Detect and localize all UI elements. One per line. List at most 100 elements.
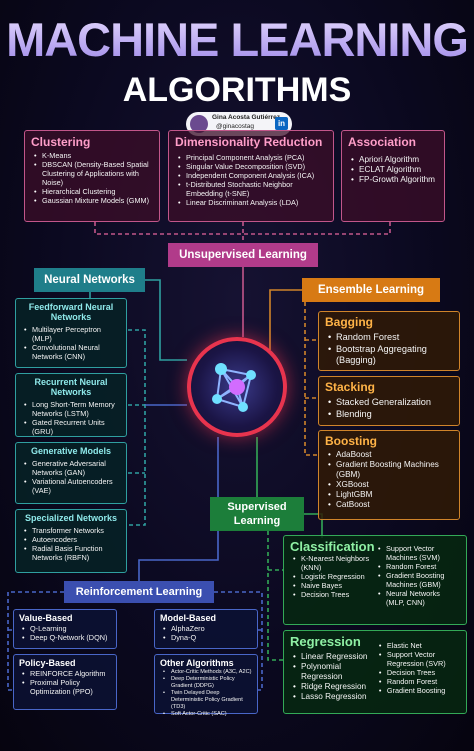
- value-based-box: Value-Based Q-Learning Deep Q-Network (D…: [13, 609, 117, 649]
- list-item: Autoencoders: [24, 535, 121, 544]
- list-item: Deep Q-Network (DQN): [22, 633, 111, 642]
- list-item: Neural Networks (MLP, CNN): [378, 589, 460, 607]
- feedforward-box: Feedforward Neural Networks Multilayer P…: [15, 298, 127, 368]
- list-item: Naive Bayes: [293, 581, 375, 590]
- boosting-box: Boosting AdaBoost Gradient Boosting Mach…: [318, 430, 460, 520]
- association-box: Association Apriori Algorithm ECLAT Algo…: [341, 130, 445, 222]
- list-item: Decision Trees: [293, 590, 375, 599]
- list-item: Support Vector Machines (SVM): [378, 544, 460, 562]
- regression-title: Regression: [290, 634, 361, 649]
- other-algorithms-box: Other Algorithms Actor-Critic Methods (A…: [154, 654, 258, 718]
- ml-hub-icon: [187, 337, 287, 437]
- list-item: Logistic Regression: [293, 572, 375, 581]
- avatar: [190, 115, 208, 133]
- policy-based-title: Policy-Based: [19, 658, 76, 668]
- list-item: DBSCAN (Density-Based Spatial Clustering…: [34, 160, 153, 187]
- stacking-title: Stacking: [325, 380, 376, 394]
- list-item: Linear Regression: [293, 652, 376, 662]
- author-handle: @ginacostag: [216, 123, 255, 130]
- list-item: Gated Recurrent Units (GRU): [24, 418, 121, 436]
- other-algorithms-title: Other Algorithms: [160, 658, 234, 668]
- list-item: FP-Growth Algorithm: [351, 175, 438, 185]
- classification-box: Classification K-Nearest Neighbors (KNN)…: [283, 535, 467, 625]
- list-item: Long Short-Term Memory Networks (LSTM): [24, 400, 121, 418]
- list-item: Polynomial Regression: [293, 662, 376, 682]
- list-item: AdaBoost: [328, 450, 453, 460]
- supervised-learning-label: Supervised Learning: [210, 497, 304, 531]
- linkedin-icon[interactable]: in: [275, 117, 288, 130]
- author-name: Gina Acosta Gutiérrez: [212, 114, 281, 121]
- list-item: Generative Adversarial Networks (GAN): [24, 459, 121, 477]
- specialized-box: Specialized Networks Transformer Network…: [15, 509, 127, 573]
- list-item: Gaussian Mixture Models (GMM): [34, 196, 153, 205]
- list-item: Q-Learning: [22, 624, 111, 633]
- list-item: Singular Value Decomposition (SVD): [178, 162, 327, 171]
- list-item: Random Forest: [378, 562, 460, 571]
- list-item: XGBoost: [328, 480, 453, 490]
- generative-title: Generative Models: [30, 446, 112, 456]
- list-item: Variational Autoencoders (VAE): [24, 477, 121, 495]
- bagging-title: Bagging: [325, 315, 373, 329]
- stacking-box: Stacking Stacked Generalization Blending: [318, 376, 460, 426]
- list-item: Proximal Policy Optimization (PPO): [22, 678, 111, 696]
- list-item: Random Forest: [379, 677, 460, 686]
- list-item: Actor-Critic Methods (A3C, A2C): [163, 669, 252, 676]
- main-subtitle: ALGORITHMS: [122, 71, 352, 109]
- list-item: Bootstrap Aggregating (Bagging): [328, 344, 453, 367]
- clustering-title: Clustering: [31, 135, 91, 149]
- specialized-title: Specialized Networks: [24, 513, 118, 523]
- policy-based-box: Policy-Based REINFORCE Algorithm Proxima…: [13, 654, 117, 710]
- list-item: K-Nearest Neighbors (KNN): [293, 554, 375, 572]
- list-item: t-Distributed Stochastic Neighbor Embedd…: [178, 180, 327, 198]
- neural-networks-label: Neural Networks: [34, 268, 145, 292]
- list-item: Radial Basis Function Networks (RBFN): [24, 544, 121, 562]
- regression-box: Regression Linear Regression Polynomial …: [283, 630, 467, 714]
- association-title: Association: [348, 135, 417, 149]
- list-item: Multilayer Perceptron (MLP): [24, 325, 121, 343]
- main-title: MACHINE LEARNING: [0, 12, 474, 68]
- dimensionality-title: Dimensionality Reduction: [175, 135, 323, 149]
- list-item: Gradient Boosting: [379, 686, 460, 695]
- recurrent-title: Recurrent Neural Networks: [34, 377, 108, 397]
- bagging-box: Bagging Random Forest Bootstrap Aggregat…: [318, 311, 460, 371]
- list-item: Elastic Net: [379, 641, 460, 650]
- supervised-label-line2: Learning: [233, 515, 281, 527]
- value-based-title: Value-Based: [19, 613, 73, 623]
- list-item: REINFORCE Algorithm: [22, 669, 111, 678]
- list-item: AlphaZero: [163, 624, 252, 633]
- generative-box: Generative Models Generative Adversarial…: [15, 442, 127, 504]
- list-item: Soft Actor-Critic (SAC): [163, 711, 252, 718]
- list-item: LightGBM: [328, 490, 453, 500]
- list-item: Gradient Boosting Machines (GBM): [378, 571, 460, 589]
- dimensionality-box: Dimensionality Reduction Principal Compo…: [168, 130, 334, 222]
- list-item: Stacked Generalization: [328, 397, 453, 409]
- list-item: Random Forest: [328, 332, 453, 344]
- list-item: Blending: [328, 409, 453, 421]
- list-item: Gradient Boosting Machines (GBM): [328, 460, 453, 480]
- list-item: Decision Trees: [379, 668, 460, 677]
- list-item: Convolutional Neural Networks (CNN): [24, 343, 121, 361]
- list-item: Independent Component Analysis (ICA): [178, 171, 327, 180]
- feedforward-title: Feedforward Neural Networks: [28, 302, 114, 322]
- list-item: Apriori Algorithm: [351, 155, 438, 165]
- list-item: CatBoost: [328, 500, 453, 510]
- list-item: Support Vector Regression (SVR): [379, 650, 460, 668]
- classification-title: Classification: [290, 539, 375, 554]
- list-item: Deep Deterministic Policy Gradient (DDPG…: [163, 676, 252, 690]
- recurrent-box: Recurrent Neural Networks Long Short-Ter…: [15, 373, 127, 437]
- list-item: Principal Component Analysis (PCA): [178, 153, 327, 162]
- reinforcement-learning-label: Reinforcement Learning: [64, 581, 214, 603]
- boosting-title: Boosting: [325, 434, 377, 448]
- list-item: Twin Delayed Deep Deterministic Policy G…: [163, 690, 252, 711]
- list-item: Dyna-Q: [163, 633, 252, 642]
- list-item: K-Means: [34, 151, 153, 160]
- model-based-title: Model-Based: [160, 613, 217, 623]
- list-item: ECLAT Algorithm: [351, 165, 438, 175]
- clustering-box: Clustering K-Means DBSCAN (Density-Based…: [24, 130, 160, 222]
- list-item: Lasso Regression: [293, 692, 376, 702]
- list-item: Linear Discriminant Analysis (LDA): [178, 198, 327, 207]
- list-item: Ridge Regression: [293, 682, 376, 692]
- ensemble-learning-label: Ensemble Learning: [302, 278, 440, 302]
